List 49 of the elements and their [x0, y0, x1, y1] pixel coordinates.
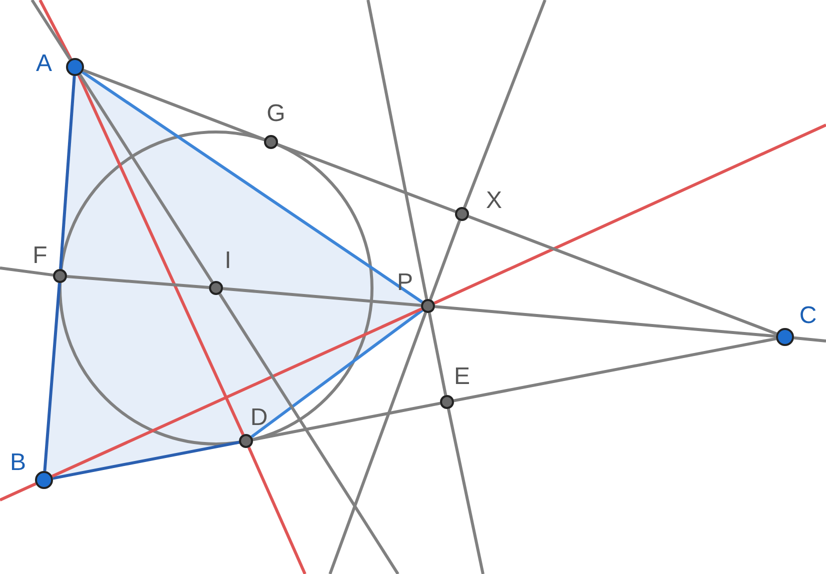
- point-dot: [53, 269, 67, 283]
- point-label: G: [266, 102, 286, 126]
- line-segment: [82, 70, 424, 304]
- point-label: D: [250, 406, 268, 430]
- line-segment: [250, 308, 424, 438]
- line-segment: [0, 266, 54, 277]
- point-label: X: [486, 189, 502, 213]
- line-segment: [328, 312, 427, 574]
- line-segment: [30, 0, 72, 60]
- line-segment: [82, 68, 265, 141]
- line-segment: [247, 446, 306, 574]
- line-segment: [77, 74, 244, 436]
- line-segment: [366, 0, 428, 300]
- point-label: P: [397, 271, 413, 295]
- line-segment: [429, 220, 461, 300]
- point-dot: [66, 58, 84, 76]
- point-dot: [455, 207, 469, 221]
- line-segment: [446, 408, 484, 574]
- line-segment: [66, 275, 210, 289]
- point-label: I: [224, 249, 232, 273]
- point-dot: [440, 395, 454, 409]
- line-segment: [434, 124, 826, 304]
- line-segment: [222, 287, 422, 307]
- line-segment: [463, 0, 546, 208]
- line-segment: [78, 74, 214, 283]
- line-segment: [218, 293, 400, 574]
- line-segment: [59, 76, 76, 270]
- point-dot: [776, 328, 794, 346]
- point-dot: [239, 434, 253, 448]
- line-segment: [468, 215, 778, 336]
- point-label: C: [799, 304, 817, 328]
- line-segment: [43, 282, 61, 472]
- line-segment: [0, 482, 36, 502]
- point-label: E: [454, 365, 470, 389]
- line-segment: [277, 143, 456, 213]
- line-segment: [454, 337, 776, 402]
- point-label: F: [32, 244, 48, 268]
- point-dot: [264, 135, 278, 149]
- line-segment: [52, 308, 422, 478]
- line-segment: [38, 0, 72, 60]
- line-segment: [252, 402, 440, 442]
- line-segment: [794, 336, 826, 342]
- point-label: B: [10, 451, 26, 475]
- point-dot: [35, 471, 53, 489]
- point-label: A: [36, 52, 52, 76]
- line-segment: [52, 440, 240, 480]
- line-segment: [434, 305, 776, 338]
- point-dot: [421, 299, 435, 313]
- line-segment: [428, 312, 448, 396]
